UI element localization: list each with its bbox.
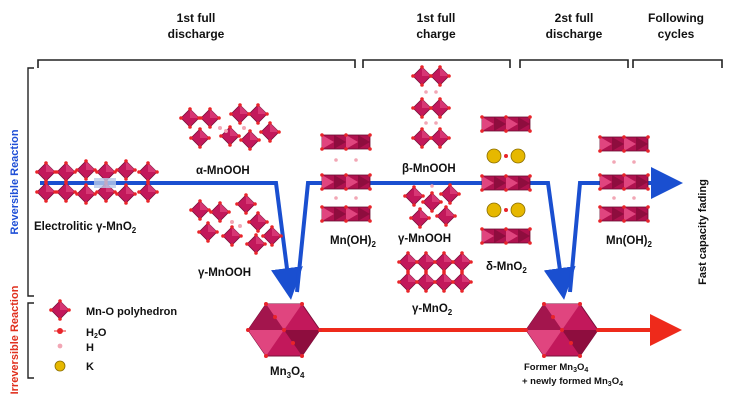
electrolytic-mno2-structure	[34, 158, 160, 206]
header-following-1: Following	[648, 11, 704, 25]
mnoh2-structure-1	[319, 132, 373, 224]
legend-polyhedron-icon	[48, 298, 72, 322]
bracket-second-discharge	[519, 59, 629, 68]
side-brace	[27, 67, 34, 379]
mn3o4-structure-2	[523, 301, 601, 359]
bracket-following-cycles	[632, 59, 723, 68]
label-former-mn3o4: Former Mn3O4	[524, 362, 588, 374]
label-alpha-mnooh: α-MnOOH	[196, 165, 250, 177]
header-first-discharge-1: 1st full	[177, 11, 216, 25]
label-gamma-mnooh-left: γ-MnOOH	[198, 267, 251, 279]
mnoh2-structure-2	[597, 134, 651, 224]
reversible-arrow-charge	[295, 181, 576, 300]
label-electrolytic-mno2: Electrolitic γ-MnO2	[34, 221, 137, 235]
label-irreversible-reaction: Irreversible Reaction	[9, 285, 21, 394]
header-second-discharge-2: discharge	[546, 27, 603, 41]
alpha-mnooh-structure	[178, 102, 282, 152]
label-delta-mno2: δ-MnO2	[486, 261, 527, 275]
label-fast-capacity-fading: Fast capacity fading	[697, 179, 709, 285]
legend-k-label: K	[86, 361, 94, 373]
label-mnoh2-2: Mn(OH)2	[606, 235, 653, 249]
legend: Mn-O polyhedron H2O H K	[48, 298, 177, 373]
stage-brackets	[37, 59, 723, 68]
legend-h2o-label: H2O	[86, 327, 107, 340]
label-newly-mn3o4: + newly formed Mn3O4	[522, 376, 623, 388]
legend-h-label: H	[86, 342, 94, 354]
delta-mno2-structure	[479, 114, 533, 246]
gamma-mnooh-mid-structure	[402, 182, 462, 230]
legend-h-icon	[57, 343, 63, 349]
gamma-mnooh-left-structure	[188, 192, 284, 256]
label-mn3o4: Mn3O4	[270, 366, 305, 380]
mn3o4-structure-1	[245, 301, 323, 359]
header-following-2: cycles	[658, 27, 695, 41]
label-gamma-mnooh-mid: γ-MnOOH	[398, 233, 451, 245]
legend-polyhedron-label: Mn-O polyhedron	[86, 306, 177, 318]
header-first-charge-1: 1st full	[417, 11, 456, 25]
label-reversible-reaction: Reversible Reaction	[9, 129, 21, 234]
reversible-arrow-discharge	[40, 181, 303, 300]
gamma-mno2-structure	[396, 250, 474, 294]
beta-mnooh-structure	[410, 64, 452, 150]
label-mnoh2-1: Mn(OH)2	[330, 235, 377, 249]
legend-k-icon	[54, 360, 66, 372]
header-first-charge-2: charge	[416, 27, 456, 41]
bracket-first-discharge	[37, 59, 356, 68]
header-first-discharge-2: discharge	[168, 27, 225, 41]
header-second-discharge-1: 2st full	[555, 11, 594, 25]
label-gamma-mno2: γ-MnO2	[412, 303, 453, 317]
bracket-first-charge	[362, 59, 511, 68]
legend-h2o-icon	[54, 328, 66, 334]
label-beta-mnooh: β-MnOOH	[402, 163, 456, 175]
